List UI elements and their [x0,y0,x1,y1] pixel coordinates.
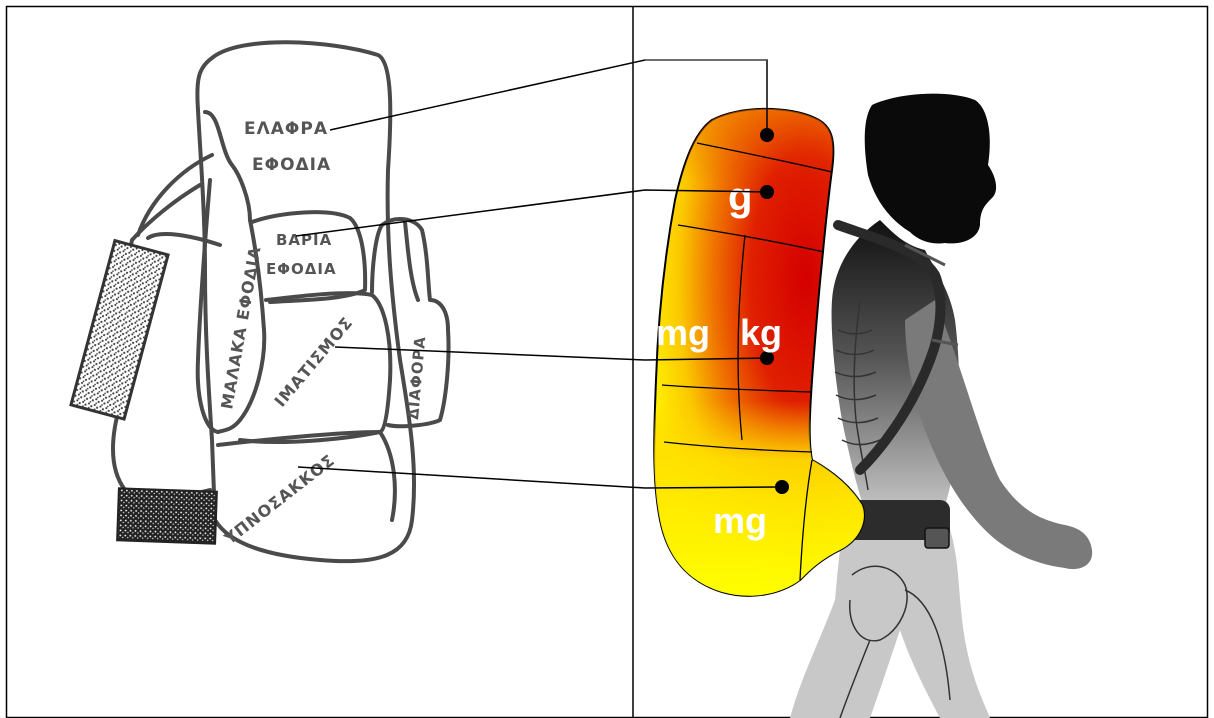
backpack-heatmap: g mg kg mg [654,109,864,596]
hiker-head [865,94,996,244]
label-sleeping-bag: ΥΠΝΟΣΑΚΚΟΣ [220,450,339,548]
label-light-gear-1: ΕΛΑΦΡΑ [244,119,328,139]
label-heavy-gear-1: ΒΑΡΙΑ [276,231,332,249]
zone-label-middle-outer: mg [656,312,710,353]
hip-buckle [925,528,949,548]
bottom-pad [117,488,217,543]
side-pad [71,241,168,419]
label-light-gear-2: ΕΦΟΔΙΑ [252,155,331,175]
label-misc: ΔΙΑΦΟΡΑ [404,335,429,420]
zone-label-bottom: mg [713,500,767,541]
hiker-silhouette [790,94,1092,718]
outer-frame [7,7,1208,718]
label-clothing: ΙΜΑΤΙΣΜΟΣ [271,313,357,411]
zone-label-middle-inner: kg [740,312,782,353]
label-heavy-gear-2: ΕΦΟΔΙΑ [266,260,337,278]
leader-light-gear [330,60,767,135]
zone-label-top: g [728,175,752,219]
